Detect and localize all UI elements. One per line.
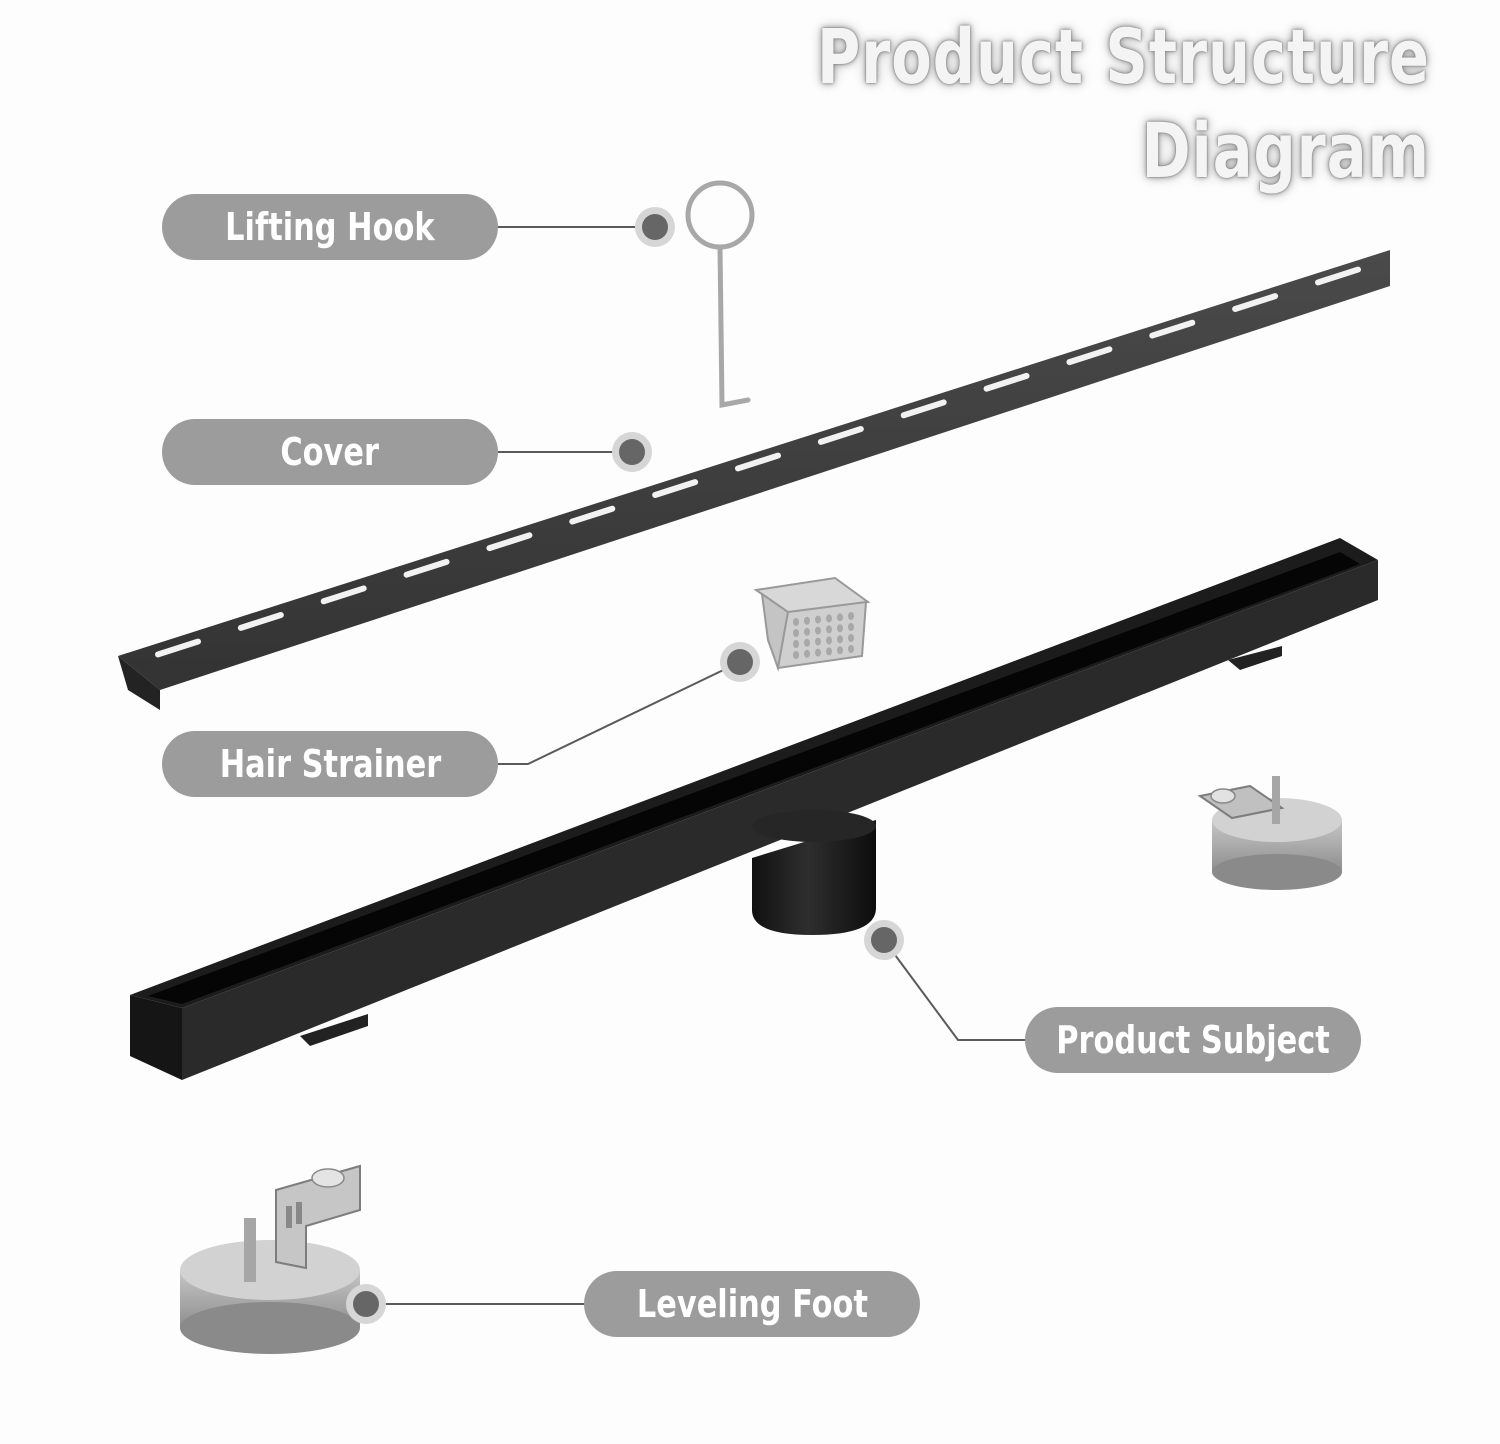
callout-dots [346,207,904,1324]
hair-strainer-part [753,576,871,672]
label-lifting-hook: Lifting Hook [162,194,498,260]
cover-part [118,250,1390,710]
cover-drain-slots [155,266,1361,658]
label-hair-strainer: Hair Strainer [162,731,498,797]
product-subject-part [130,538,1378,1080]
leveling-foot-right-part [1197,776,1342,890]
label-leveling-foot: Leveling Foot [584,1271,920,1337]
title-line-1: Product Structure [816,12,1430,101]
title-line-2: Diagram [1141,106,1430,195]
leader-line-hair-strainer [498,661,741,765]
leveling-foot-left-part [180,1164,361,1354]
label-product-subject: Product Subject [1025,1007,1361,1073]
label-cover: Cover [162,419,498,485]
diagram-title: Product Structure Diagram [644,10,1430,198]
leader-line-product-subject [883,939,1030,1041]
lifting-hook-part [685,180,755,409]
